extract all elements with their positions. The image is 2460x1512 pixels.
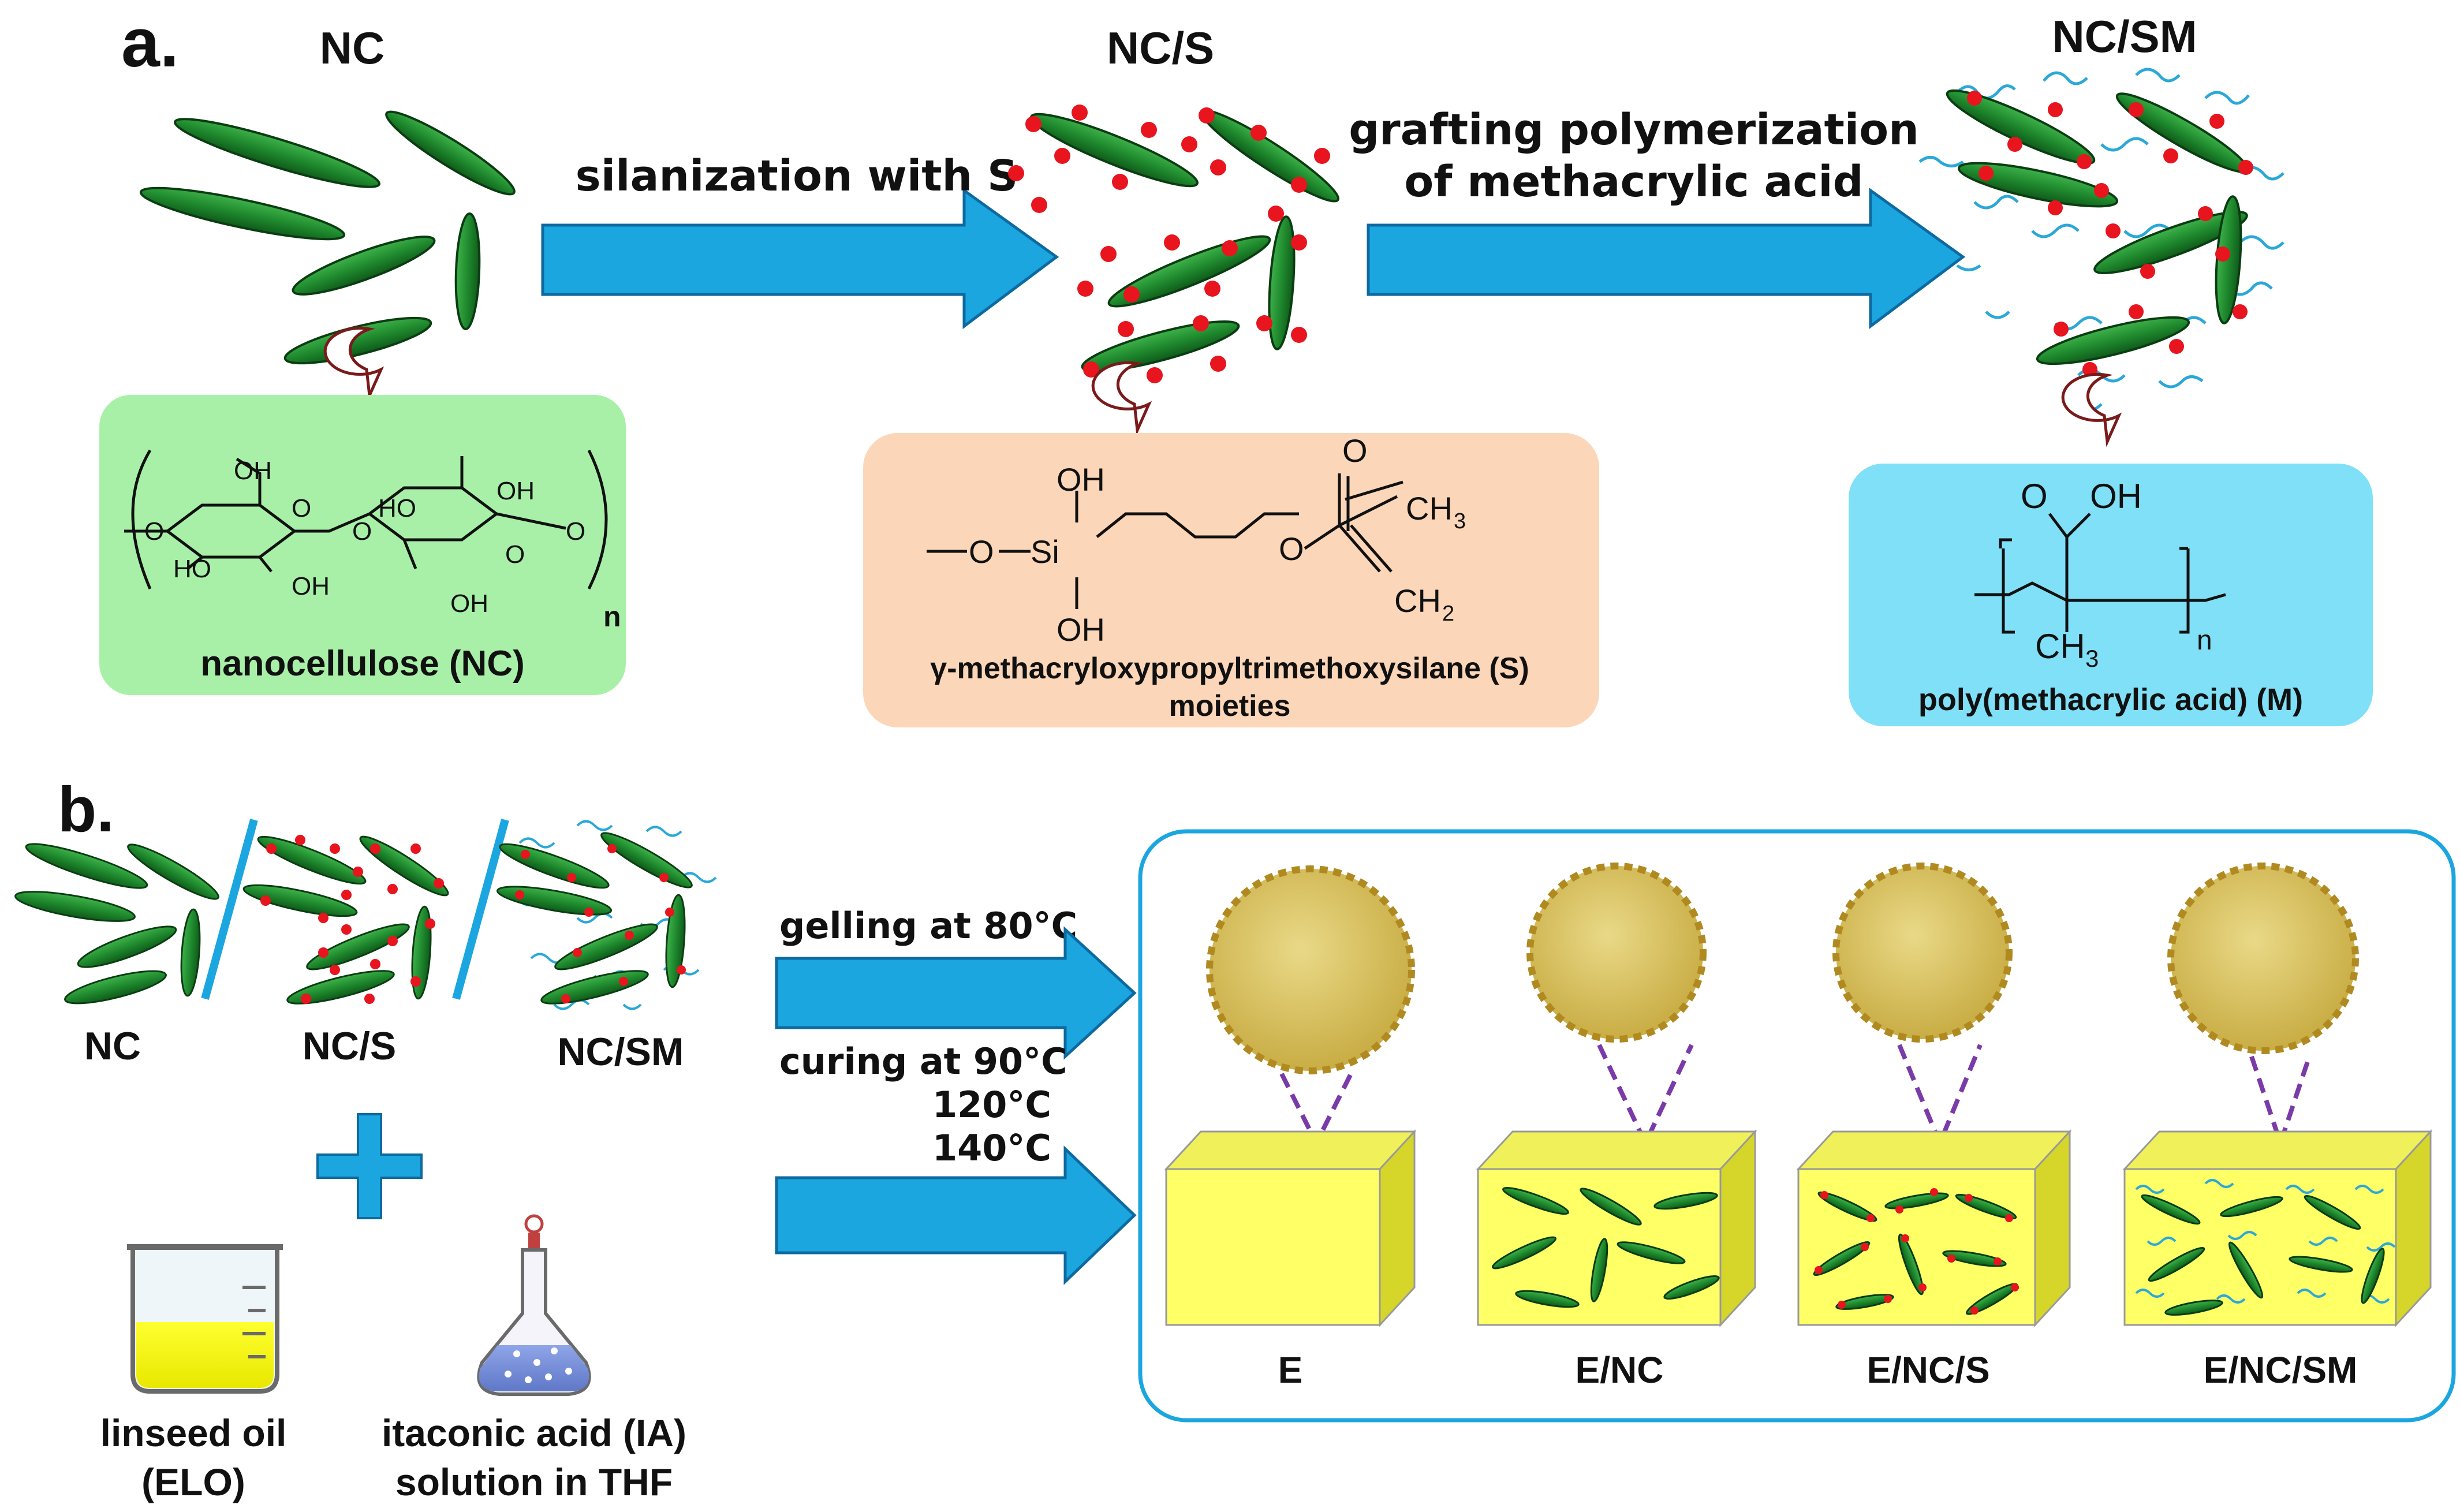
nc-fiber-cluster: [139, 110, 516, 365]
nc-oh-bottom-right: OH: [450, 589, 488, 618]
reagent-elo-line2: (ELO): [141, 1461, 245, 1503]
s-oh-bottom: OH: [1057, 611, 1105, 648]
grafting-label-line1: grafting polymerization: [1349, 105, 1919, 155]
sample-encsm-label: E/NC/SM: [2204, 1349, 2358, 1391]
ncsm-fiber-cluster: [1918, 68, 2284, 412]
sample-encsm-dash: [2249, 1055, 2312, 1151]
gelling-arrow: [775, 926, 1137, 1060]
plus-icon: [316, 1113, 423, 1219]
s-ch-methylene: CH: [1394, 583, 1441, 619]
sample-encs-label: E/NC/S: [1867, 1349, 1989, 1391]
sample-encs-disk: [1832, 863, 2013, 1043]
s-o-carbonyl: O: [1342, 432, 1368, 469]
filler-ncsm-label: NC/SM: [557, 1030, 684, 1074]
filler-nc-cluster: [14, 843, 219, 1005]
s-caption-line2: moieties: [1169, 689, 1291, 723]
silanization-arrow: [541, 188, 1059, 329]
filler-ncs-label: NC/S: [303, 1024, 396, 1068]
flask-icon: [477, 1214, 591, 1396]
curing-label-line3: 140°C: [932, 1127, 1051, 1169]
divider-2: [452, 819, 509, 1000]
s-sub-3: 3: [1454, 509, 1466, 533]
nc-oh-bottom-left: OH: [292, 572, 330, 600]
m-o: O: [2021, 477, 2048, 516]
cellulose-structure: [124, 449, 608, 590]
callout-bubble-nc: [323, 326, 385, 401]
curing-arrow: [775, 1145, 1137, 1285]
m-structure-box: [1849, 464, 2373, 726]
silanization-label: silanization with S: [576, 151, 1018, 201]
curing-label-line2: 120°C: [932, 1084, 1051, 1126]
nc-oh-top-left: OH: [234, 457, 272, 485]
reagent-ia-line1: itaconic acid (IA): [382, 1412, 686, 1454]
sample-enc-block: [1476, 1129, 1757, 1327]
s-sub-2: 2: [1442, 602, 1454, 626]
curing-label-line1: curing at 90°C: [779, 1040, 1067, 1082]
sample-e-block: [1164, 1129, 1417, 1327]
stage-ncs-label: NC/S: [1107, 23, 1214, 73]
nc-o-ring-left: O: [292, 494, 311, 522]
nc-oh-top-right: OH: [497, 477, 535, 505]
filler-nc-label: NC: [84, 1024, 141, 1068]
sample-enc-label: E/NC: [1576, 1349, 1664, 1391]
divider-1: [201, 819, 258, 1000]
m-oh: OH: [2090, 477, 2142, 516]
grafting-label-line2: of methacrylic acid: [1404, 157, 1863, 207]
m-ch: CH: [2035, 627, 2085, 666]
nc-structure-box: [99, 395, 626, 695]
reagent-elo-line1: linseed oil: [100, 1412, 287, 1454]
nc-ho-left: HO: [173, 555, 211, 583]
s-structure-box: [863, 433, 1599, 727]
gelling-label: gelling at 80°C: [779, 905, 1077, 947]
sample-encsm-block: [2122, 1129, 2433, 1327]
callout-bubble-s: [1091, 361, 1152, 436]
reagent-ia-line2: solution in THF: [395, 1461, 673, 1503]
m-sub-3: 3: [2085, 645, 2099, 672]
s-oh-top: OH: [1057, 461, 1105, 498]
nc-ho-right: HO: [378, 494, 416, 522]
sample-e-disk: [1206, 865, 1415, 1074]
grafting-arrow: [1367, 188, 1966, 329]
s-ch-methyl: CH: [1406, 490, 1453, 527]
nc-o-ring-right: O: [505, 540, 525, 569]
s-caption-line1: γ-methacryloxypropyltrimethoxysilane (S): [930, 652, 1529, 685]
silane-structure: [927, 473, 1403, 609]
s-si: Si: [1031, 533, 1059, 570]
nc-caption: nanocellulose (NC): [200, 644, 525, 684]
panel-b-label: b.: [58, 774, 114, 845]
sample-encs-block: [1796, 1129, 2072, 1327]
s-o-ester: O: [1279, 531, 1304, 567]
s-o-left: O: [969, 533, 994, 570]
sample-enc-disk: [1526, 863, 1707, 1043]
filler-ncs-cluster: [242, 835, 449, 1005]
sample-encsm-disk: [2167, 863, 2359, 1054]
callout-bubble-m: [2061, 372, 2122, 447]
m-subscript-n: n: [2197, 625, 2212, 656]
nc-o-left: O: [144, 517, 164, 546]
nc-subscript-n: n: [603, 600, 621, 633]
stage-nc-label: NC: [320, 23, 385, 73]
sample-e-label: E: [1278, 1349, 1303, 1391]
nc-o-bridge: O: [352, 517, 372, 546]
filler-ncsm-cluster: [496, 820, 717, 1010]
pma-structure: [1974, 513, 2226, 634]
sample-enc-dash: [1597, 1044, 1694, 1149]
ncs-fiber-cluster: [1008, 104, 1340, 383]
stage-ncsm-label: NC/SM: [2052, 11, 2197, 62]
nc-o-end: O: [566, 517, 585, 546]
m-caption: poly(methacrylic acid) (M): [1918, 682, 2303, 717]
beaker-icon: [127, 1244, 283, 1394]
panel-a-label: a.: [121, 4, 179, 81]
